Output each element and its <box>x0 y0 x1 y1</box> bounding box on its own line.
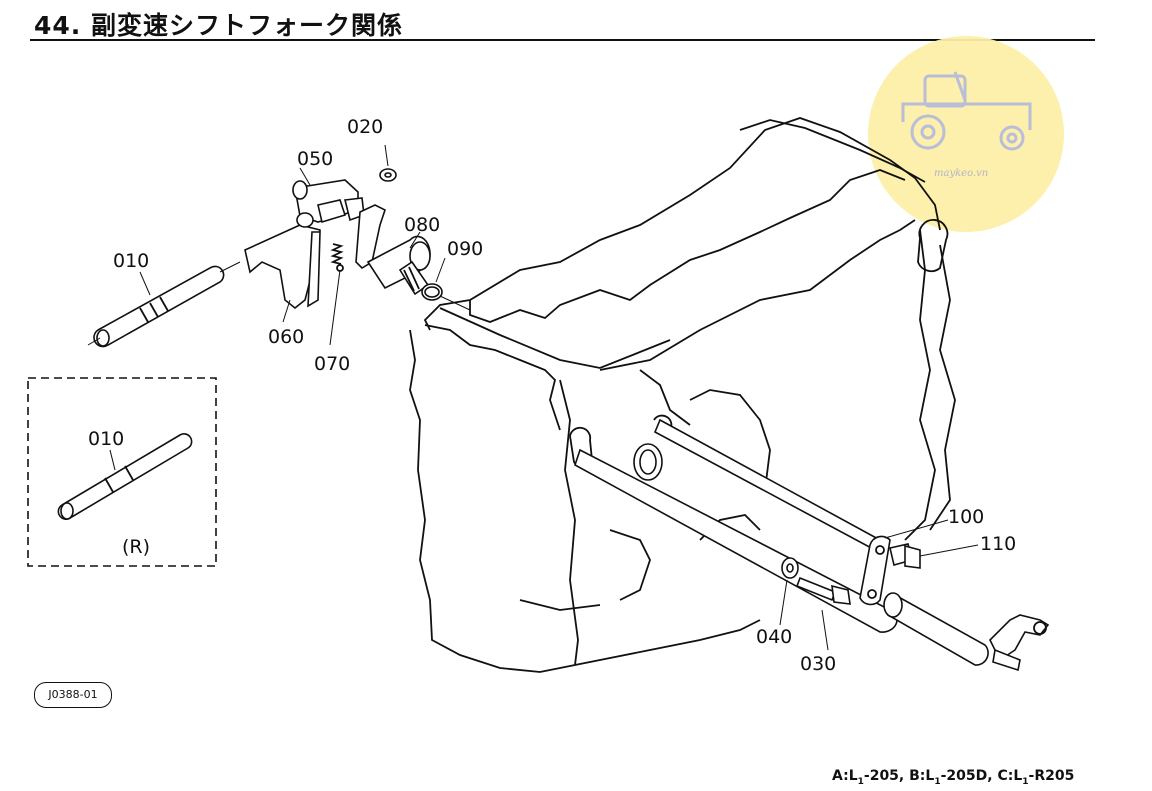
variant-b-sub: 1 <box>934 776 941 787</box>
variant-a-tail: -205, <box>863 768 910 784</box>
inset-variant-r <box>27 377 217 567</box>
leader-060 <box>282 299 291 323</box>
circlip-020 <box>379 144 397 182</box>
part-label-020: 020 <box>347 116 383 138</box>
variant-c-tail: -R205 <box>1028 768 1075 784</box>
leader-010 <box>139 271 151 296</box>
part-label-060: 060 <box>268 326 304 348</box>
inset-label: (R) <box>122 536 150 558</box>
part-label-010: 010 <box>113 250 149 272</box>
variant-a-sub: 1 <box>857 776 864 787</box>
part-label-080: 080 <box>404 214 440 236</box>
bolt-110 <box>889 543 979 569</box>
part-label-010-r: 010 <box>88 428 124 450</box>
model-variants: A:L1-205, B:L1-205D, C:L1-R205 <box>832 768 1074 787</box>
part-label-110: 110 <box>980 533 1016 555</box>
part-label-100: 100 <box>948 506 984 528</box>
shift-fork-050 <box>244 179 365 310</box>
part-label-030: 030 <box>800 653 836 675</box>
spring-070 <box>330 243 344 272</box>
part-label-050: 050 <box>297 148 333 170</box>
leader-070 <box>329 269 341 346</box>
watermark-logo <box>868 36 1064 232</box>
variant-c-sub: 1 <box>1022 776 1029 787</box>
part-label-040: 040 <box>756 626 792 648</box>
variant-b-tail: -205D, <box>940 768 998 784</box>
variant-a: A:L <box>832 768 858 784</box>
o-ring-090 <box>421 283 471 311</box>
title-underline <box>30 39 1095 41</box>
part-label-090: 090 <box>447 238 483 260</box>
leader-080 <box>409 231 421 249</box>
bolt-030 <box>795 576 851 651</box>
watermark-text: maykeo.vn <box>934 168 989 179</box>
leader-090 <box>435 257 446 283</box>
leader-050 <box>299 167 311 186</box>
variant-b: B:L <box>909 768 935 784</box>
transmission-housing <box>409 117 956 673</box>
shift-arm-080 <box>355 204 431 296</box>
variant-c: C:L <box>997 768 1023 784</box>
page-title: 44. 副変速シフトフォーク関係 <box>34 11 403 40</box>
shift-rod-010 <box>87 261 241 348</box>
leader-100 <box>884 519 949 539</box>
reference-code: J0388-01 <box>34 682 112 708</box>
washer-040 <box>779 557 799 626</box>
part-label-070: 070 <box>314 353 350 375</box>
